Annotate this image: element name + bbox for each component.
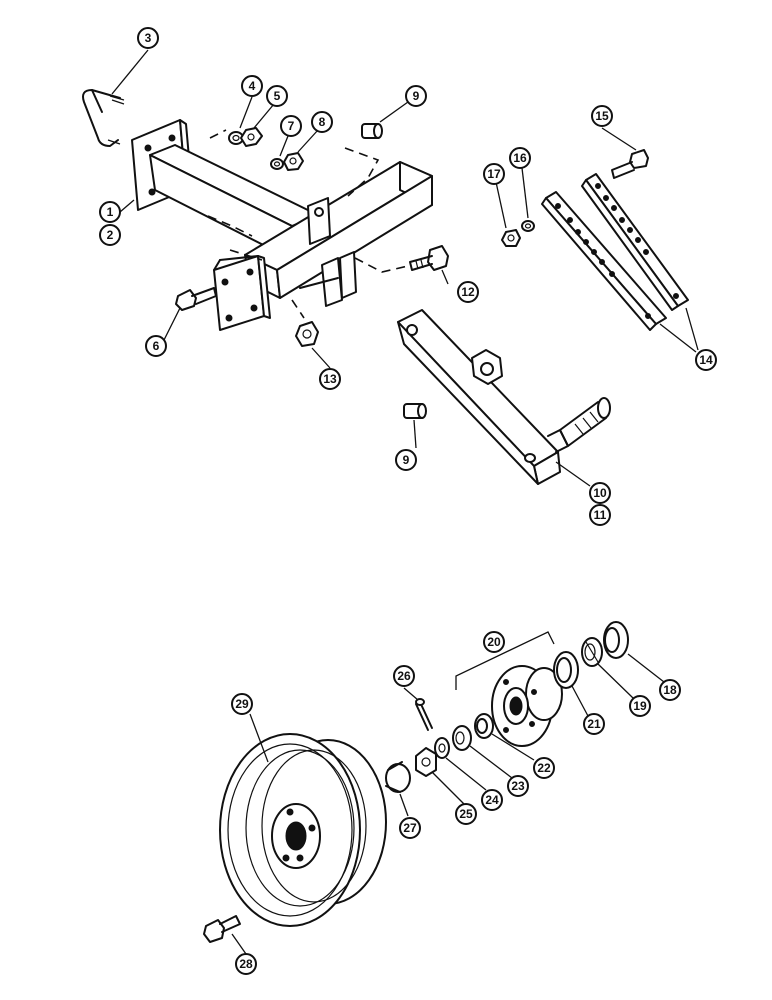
washer-24 [434, 737, 450, 759]
svg-text:3: 3 [145, 31, 152, 45]
svg-text:9: 9 [403, 453, 410, 467]
callout-14: 14 [695, 349, 717, 371]
bolt-28 [203, 915, 241, 943]
callout-22: 22 [533, 757, 555, 779]
svg-text:21: 21 [587, 717, 601, 731]
callout-11: 11 [589, 504, 611, 526]
bolt-12 [409, 245, 449, 271]
hub-assembly-bracket [455, 631, 555, 690]
callout-8: 8 [311, 111, 333, 133]
axle-frame [131, 119, 433, 331]
svg-text:5: 5 [274, 89, 281, 103]
svg-text:15: 15 [595, 109, 609, 123]
svg-text:8: 8 [319, 115, 326, 129]
callout-12: 12 [457, 281, 479, 303]
callout-9-top: 9 [405, 85, 427, 107]
bushing-9-top [361, 123, 383, 139]
u-bolt [82, 89, 125, 147]
callout-24: 24 [481, 789, 503, 811]
lock-nut-8 [283, 152, 304, 171]
svg-text:28: 28 [239, 957, 253, 971]
castle-nut-25 [415, 747, 437, 777]
bolt-6 [175, 287, 217, 311]
bolt-15 [611, 149, 649, 179]
svg-text:17: 17 [487, 167, 501, 181]
callout-27: 27 [399, 817, 421, 839]
svg-text:14: 14 [699, 353, 713, 367]
bearing-cone-19 [581, 637, 603, 667]
bearing-cup-22 [474, 713, 494, 739]
svg-text:19: 19 [633, 699, 647, 713]
nut-17 [501, 229, 521, 247]
svg-text:4: 4 [249, 79, 256, 93]
svg-text:10: 10 [593, 486, 607, 500]
svg-text:16: 16 [513, 151, 527, 165]
bearing-cone-23 [452, 725, 472, 751]
washer-16 [521, 220, 535, 232]
svg-text:29: 29 [235, 697, 249, 711]
callout-26: 26 [393, 665, 415, 687]
callout-23: 23 [507, 775, 529, 797]
bearing-cup-21 [553, 651, 579, 689]
svg-text:12: 12 [461, 285, 475, 299]
seal-18 [603, 621, 629, 659]
callout-7: 7 [280, 115, 302, 137]
callout-5: 5 [266, 85, 288, 107]
svg-text:7: 7 [288, 119, 295, 133]
washer-7 [270, 158, 284, 170]
svg-text:24: 24 [485, 793, 499, 807]
callout-17: 17 [483, 163, 505, 185]
hub [491, 665, 563, 747]
callout-15: 15 [591, 105, 613, 127]
washer-4 [228, 131, 244, 145]
callout-3: 3 [137, 27, 159, 49]
svg-text:26: 26 [397, 669, 411, 683]
strap-holes [555, 183, 679, 319]
spindle-arm [397, 309, 611, 485]
callout-6: 6 [145, 335, 167, 357]
callout-16: 16 [509, 147, 531, 169]
callout-1: 1 [99, 201, 121, 223]
lock-nut-13 [295, 321, 319, 347]
callout-13: 13 [319, 368, 341, 390]
callout-9-bottom: 9 [395, 449, 417, 471]
callout-29: 29 [231, 693, 253, 715]
svg-text:2: 2 [107, 228, 114, 242]
svg-text:6: 6 [153, 339, 160, 353]
svg-text:13: 13 [323, 372, 337, 386]
svg-text:1: 1 [107, 205, 114, 219]
bushing-9-bottom [403, 403, 427, 419]
leader-lines [111, 49, 699, 955]
callout-18: 18 [659, 679, 681, 701]
callout-4: 4 [241, 75, 263, 97]
adjustment-straps [541, 173, 689, 331]
callout-21: 21 [583, 713, 605, 735]
svg-text:11: 11 [594, 508, 607, 522]
svg-text:25: 25 [459, 807, 473, 821]
callout-28: 28 [235, 953, 257, 975]
svg-text:20: 20 [487, 635, 501, 649]
svg-text:22: 22 [537, 761, 551, 775]
lock-nut-5 [240, 127, 263, 147]
callout-10: 10 [589, 482, 611, 504]
callout-19: 19 [629, 695, 651, 717]
wheel-rim [219, 733, 387, 927]
svg-text:9: 9 [413, 89, 420, 103]
svg-text:23: 23 [511, 779, 525, 793]
svg-text:27: 27 [403, 821, 417, 835]
cotter-pin-26 [415, 698, 433, 731]
callout-2: 2 [99, 224, 121, 246]
hub-cap-27 [385, 761, 411, 793]
svg-text:18: 18 [663, 683, 677, 697]
callout-25: 25 [455, 803, 477, 825]
callout-20: 20 [483, 631, 505, 653]
